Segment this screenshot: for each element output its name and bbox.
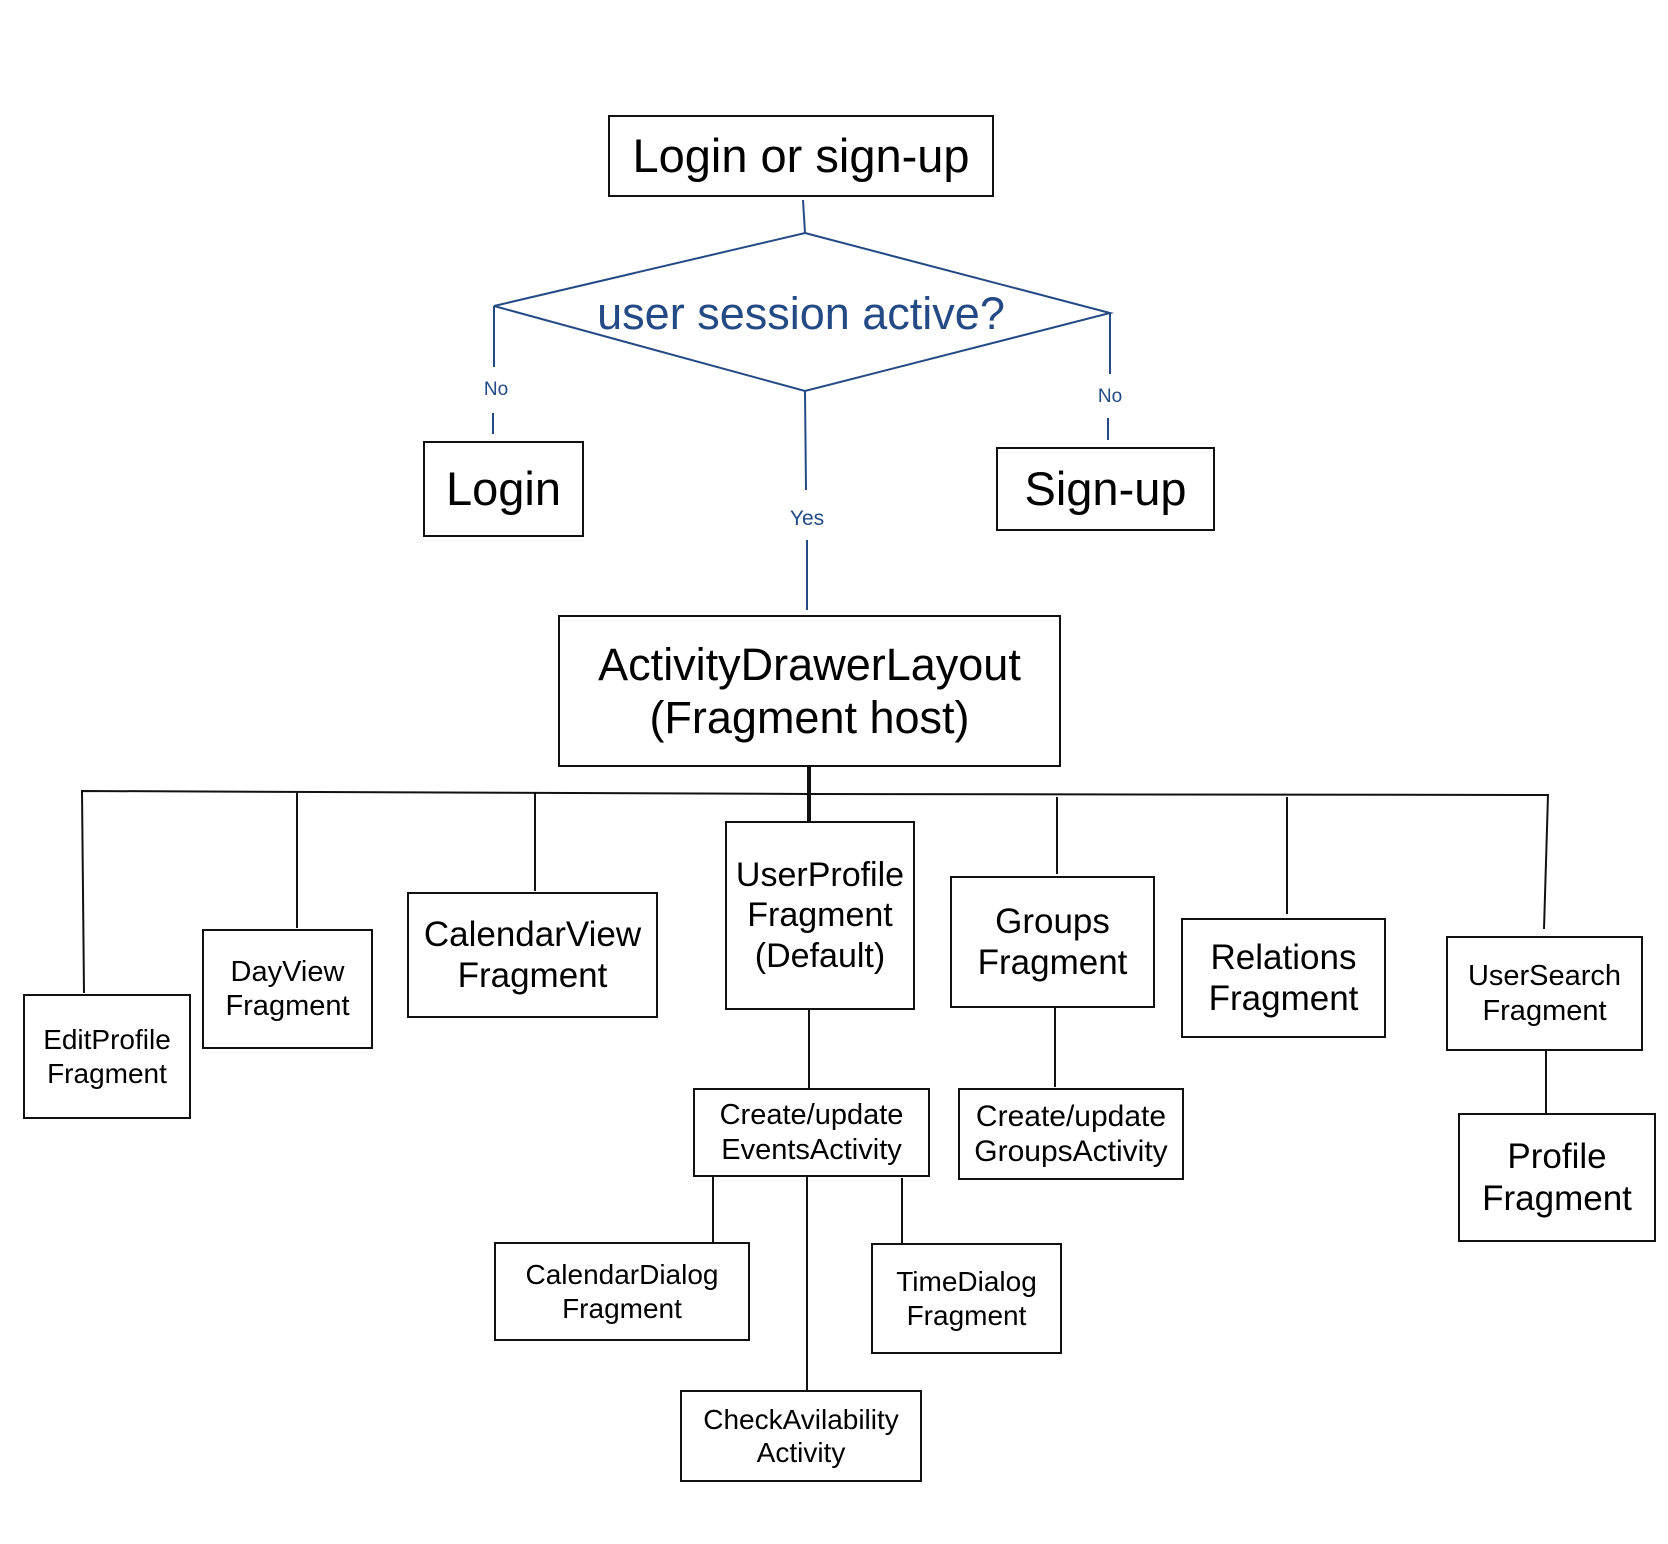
edge-label-no-right: No — [1095, 386, 1125, 408]
user-search-fragment-node: UserSearch Fragment — [1446, 936, 1643, 1051]
connector-start-decision — [802, 199, 806, 234]
groups-fragment-node: Groups Fragment — [950, 876, 1155, 1008]
edit-profile-fragment-node: EditProfile Fragment — [23, 994, 191, 1119]
connector-decision-host-a — [804, 390, 807, 491]
time-dialog-fragment-node: TimeDialog Fragment — [871, 1243, 1062, 1354]
profile-fragment-node: Profile Fragment — [1458, 1113, 1656, 1242]
groups-activity-node: Create/update GroupsActivity — [958, 1088, 1184, 1180]
calendar-dialog-fragment-node: CalendarDialog Fragment — [494, 1242, 750, 1341]
relations-fragment-node: Relations Fragment — [1181, 918, 1386, 1038]
start-node: Login or sign-up — [608, 115, 994, 197]
connector-bus-left — [80, 789, 810, 994]
connector-bus-right — [808, 793, 1550, 930]
login-node: Login — [423, 441, 584, 537]
events-activity-node: Create/update EventsActivity — [693, 1088, 930, 1177]
edge-label-yes: Yes — [787, 507, 827, 531]
decision-label: user session active? — [597, 288, 1005, 339]
signup-node: Sign-up — [996, 447, 1215, 531]
check-availability-activity-node: CheckAvilability Activity — [680, 1390, 922, 1482]
fragment-host-node: ActivityDrawerLayout (Fragment host) — [558, 615, 1061, 767]
day-view-fragment-node: DayView Fragment — [202, 929, 373, 1049]
user-profile-fragment-node: UserProfile Fragment (Default) — [725, 821, 915, 1010]
calendar-view-fragment-node: CalendarView Fragment — [407, 892, 658, 1018]
edge-label-no-left: No — [481, 379, 511, 401]
